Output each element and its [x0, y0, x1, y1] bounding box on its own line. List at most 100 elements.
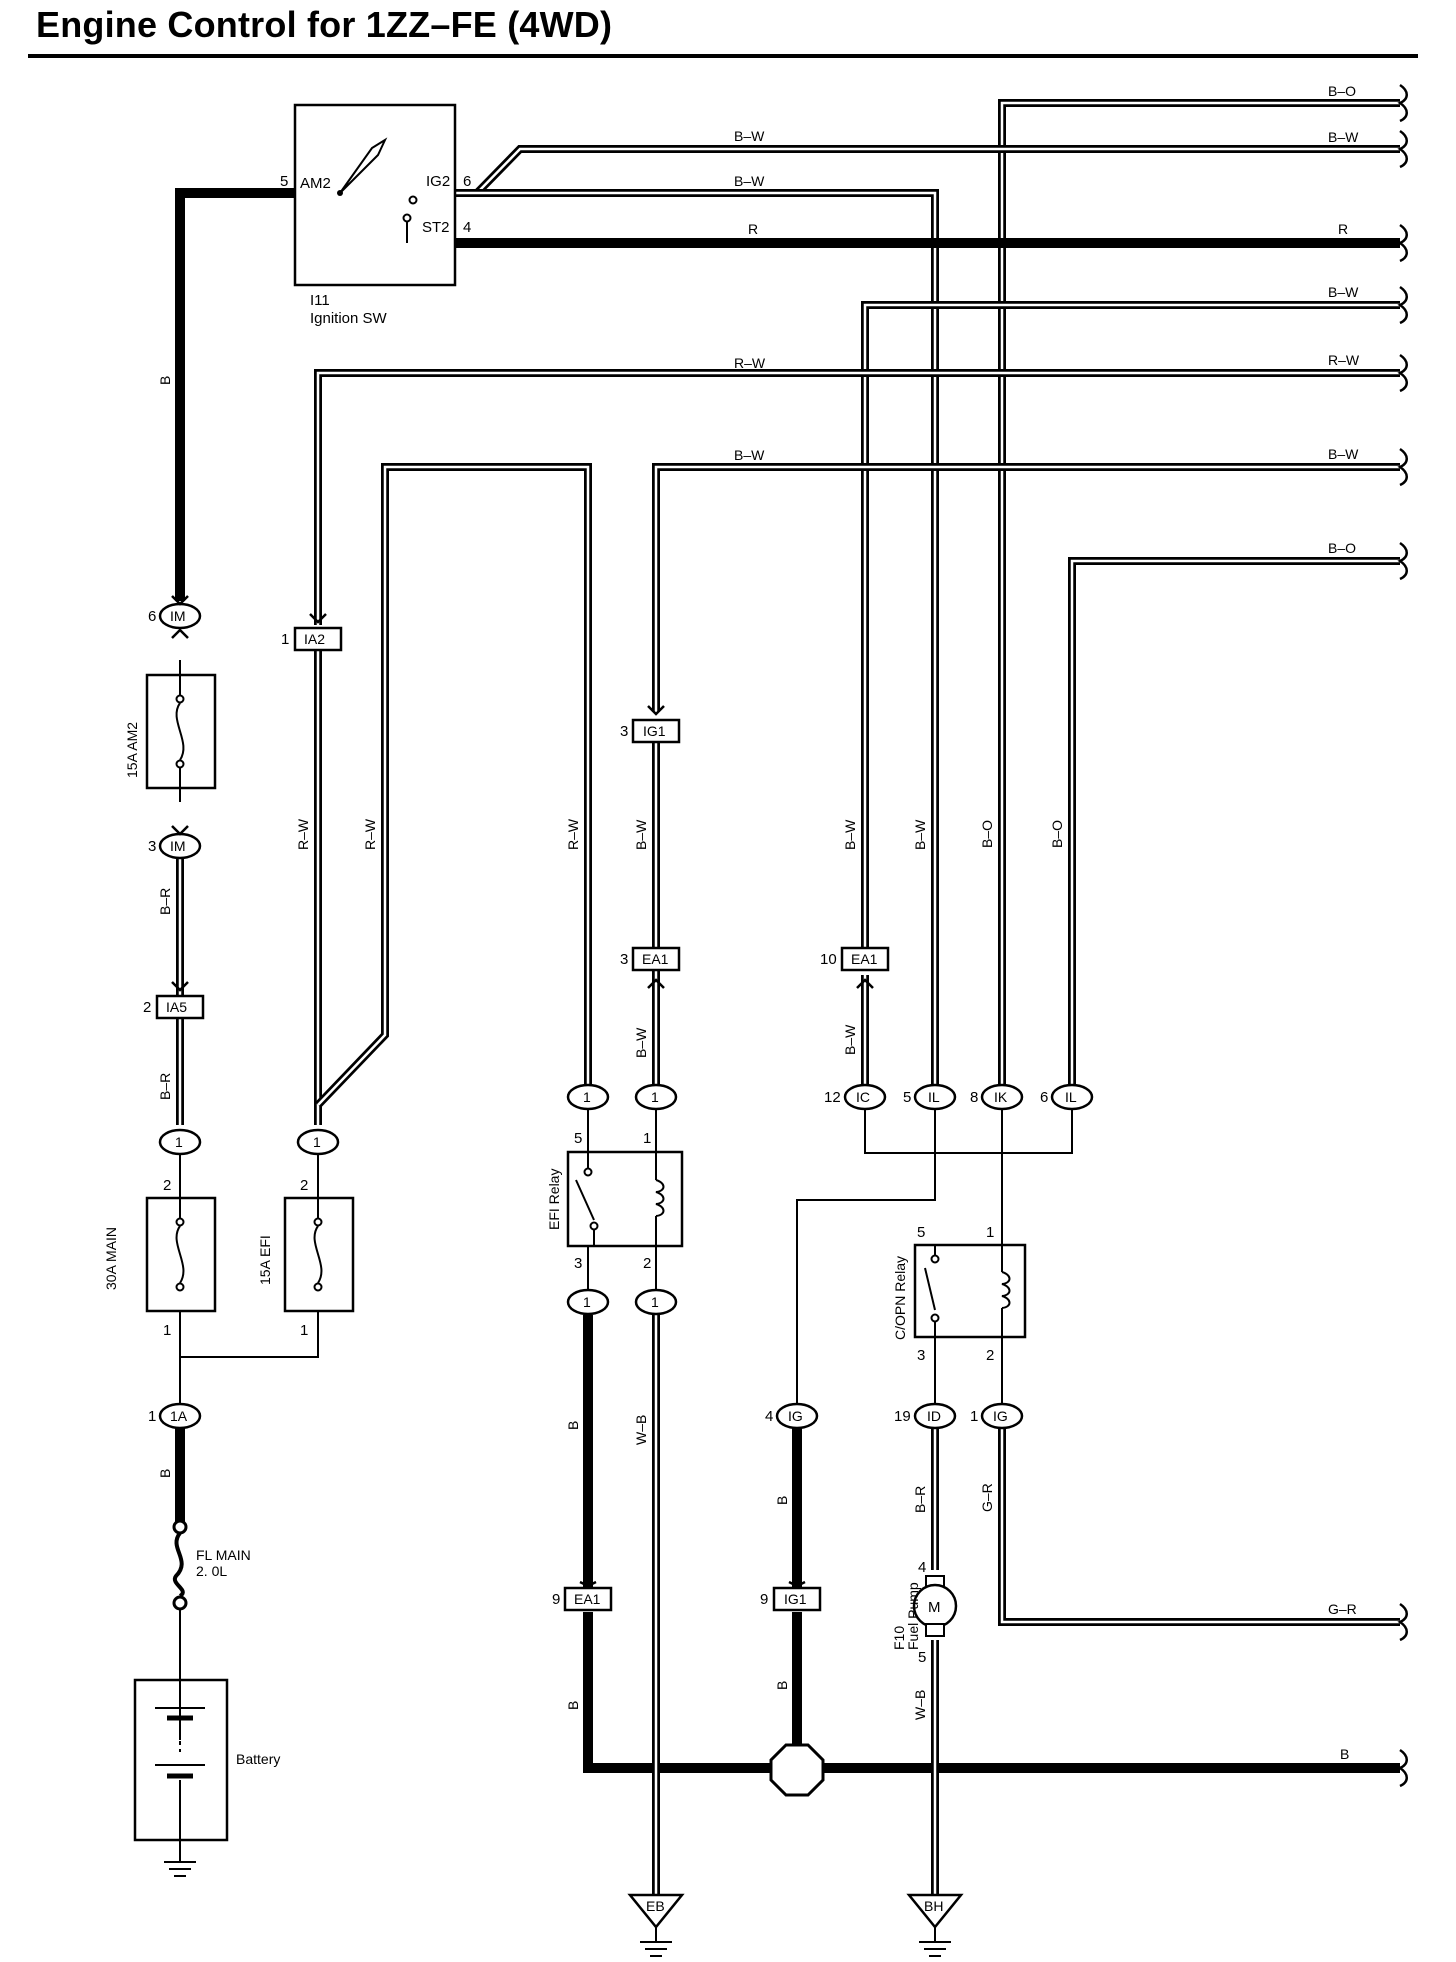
fuse-main: 30A MAIN 2 1: [103, 1150, 217, 1339]
efi-relay-pin5: 5: [574, 1130, 582, 1147]
efi-relay-pin3: 3: [574, 1255, 582, 1272]
connector-im-top: IM 6: [148, 602, 202, 630]
wire-label-right-2: B–W: [1328, 129, 1359, 145]
connector-junction-1b: 1: [296, 1128, 340, 1156]
battery: Battery: [133, 1678, 280, 1877]
fuse-efi-pin-bot: 1: [300, 1322, 308, 1339]
connector-il-b: IL 6: [1040, 1083, 1094, 1111]
fuel-pump: M 4 5 F10 Fuel Pump: [891, 1559, 958, 1666]
vlabel-b-w-2: B–W: [633, 1027, 649, 1058]
copn-relay-label: C/OPN Relay: [892, 1256, 908, 1340]
connector-ik: IK 8: [970, 1083, 1024, 1111]
wires: [175, 99, 1400, 1895]
svg-text:6: 6: [148, 608, 156, 625]
svg-text:IA2: IA2: [304, 631, 325, 647]
wire-label-right-3: R: [1338, 221, 1348, 237]
connector-ig-b: IG 1: [970, 1402, 1024, 1430]
connectors-oval: IM 6 IM 3 1 1 1 1 1 1: [148, 602, 1094, 1430]
connector-1a: 1A 1: [148, 1402, 202, 1430]
copn-relay-pin3: 3: [917, 1347, 925, 1364]
svg-text:12: 12: [824, 1089, 841, 1106]
vlabel-b-r-1: B–R: [157, 888, 173, 915]
vlabel-b-r-2: B–R: [157, 1073, 173, 1100]
wire-efi-b: [583, 1315, 1400, 1773]
ig-pin-am2: 5: [280, 173, 288, 190]
svg-text:EA1: EA1: [574, 1591, 601, 1607]
svg-text:IG1: IG1: [643, 723, 666, 739]
fuel-pump-code: F10: [891, 1626, 907, 1650]
svg-text:IG: IG: [788, 1408, 803, 1424]
vlabel-left-b: B: [157, 376, 173, 385]
vlabel-r-w-3: R–W: [565, 818, 581, 850]
connector-id: ID 19: [894, 1402, 957, 1430]
ignition-switch: AM2 IG2 ST2 5 6 4 I11 Ignition SW: [280, 103, 471, 327]
vlabel-left-b-low: B: [157, 1469, 173, 1478]
wire-label-right-6: B–W: [1328, 446, 1359, 462]
ground-bh-label: BH: [924, 1898, 943, 1914]
wire-label-bw-h: B–W: [734, 447, 765, 463]
wire-b-w-top: [474, 145, 1400, 196]
fuse-efi-pin-top: 2: [300, 1177, 308, 1194]
copn-relay-pin1: 1: [986, 1224, 994, 1241]
svg-text:1: 1: [148, 1408, 156, 1425]
fuel-pump-name: Fuel Pump: [905, 1582, 921, 1650]
vlabel-w-b-1: W–B: [633, 1415, 649, 1445]
svg-text:3: 3: [620, 723, 628, 740]
svg-text:IC: IC: [856, 1089, 870, 1105]
svg-text:1: 1: [583, 1089, 591, 1105]
connector-ig1-top: IG1 3: [620, 718, 681, 744]
vlabel-b-w-3: B–W: [842, 819, 858, 850]
vlabel-ig-b-2: B: [774, 1681, 790, 1690]
wire-efi-relay: [587, 1110, 657, 1290]
vlabel-b-w-4: B–W: [842, 1024, 858, 1055]
connector-ig1-bot: IG1 9: [760, 1586, 822, 1612]
connector-junction-1a: 1: [158, 1128, 202, 1156]
fuse-am2-label: 15A AM2: [124, 722, 140, 778]
ground-junction: [769, 1743, 825, 1797]
svg-text:4: 4: [765, 1408, 773, 1425]
svg-text:IG1: IG1: [784, 1591, 807, 1607]
wire-ig: [792, 1153, 936, 1768]
wire-label-right-4: B–W: [1328, 284, 1359, 300]
connector-ea1-c: EA1 9: [552, 1586, 613, 1612]
svg-text:IK: IK: [994, 1089, 1008, 1105]
fusible-link-fl-main: FL MAIN 2. 0L: [172, 1519, 251, 1611]
vlabel-b-w-5: B–W: [912, 819, 928, 850]
svg-text:5: 5: [903, 1089, 911, 1106]
svg-text:IM: IM: [170, 838, 186, 854]
connector-ea1-b: EA1 10: [820, 946, 890, 972]
fuel-pump-motor-symbol: M: [928, 1599, 941, 1616]
vlabel-b-o-2: B–O: [1049, 820, 1065, 848]
vlabel-pump-w-b: W–B: [912, 1690, 928, 1720]
fuel-pump-pin-top: 4: [918, 1559, 926, 1576]
copn-relay: C/OPN Relay 5 1 3 2: [892, 1224, 1027, 1364]
connector-ia5: IA5 2: [143, 994, 205, 1020]
connector-il-a: IL 5: [903, 1083, 957, 1111]
fuel-pump-pin-bot: 5: [918, 1649, 926, 1666]
wire-label-top-r: R: [748, 221, 758, 237]
copn-relay-pin5: 5: [917, 1224, 925, 1241]
svg-text:1: 1: [583, 1294, 591, 1310]
fuse-am2: 15A AM2: [124, 660, 217, 802]
efi-relay: EFI Relay 5 1 3 2: [546, 1130, 684, 1272]
vlabel-pump-b-r: B–R: [912, 1486, 928, 1513]
connector-junction-1e: 1: [566, 1288, 610, 1316]
svg-text:IA5: IA5: [166, 999, 187, 1015]
wire-label-top-bw-2: B–W: [734, 173, 765, 189]
svg-text:1: 1: [175, 1134, 183, 1150]
vlabel-g-r: G–R: [979, 1483, 995, 1512]
svg-text:1A: 1A: [170, 1408, 188, 1424]
title-rule: [28, 54, 1418, 58]
wire-label-top-bw-1: B–W: [734, 128, 765, 144]
wire-label-right-5: R–W: [1328, 352, 1360, 368]
ig-terminal-st2: ST2: [422, 219, 450, 236]
svg-text:1: 1: [651, 1294, 659, 1310]
svg-text:19: 19: [894, 1408, 911, 1425]
svg-text:10: 10: [820, 951, 837, 968]
vlabel-efi-b-1: B: [565, 1421, 581, 1430]
ig-code: I11: [310, 292, 330, 309]
ground-bh: BH: [906, 1893, 964, 1957]
svg-text:1: 1: [970, 1408, 978, 1425]
connector-junction-1c: 1: [566, 1083, 610, 1111]
